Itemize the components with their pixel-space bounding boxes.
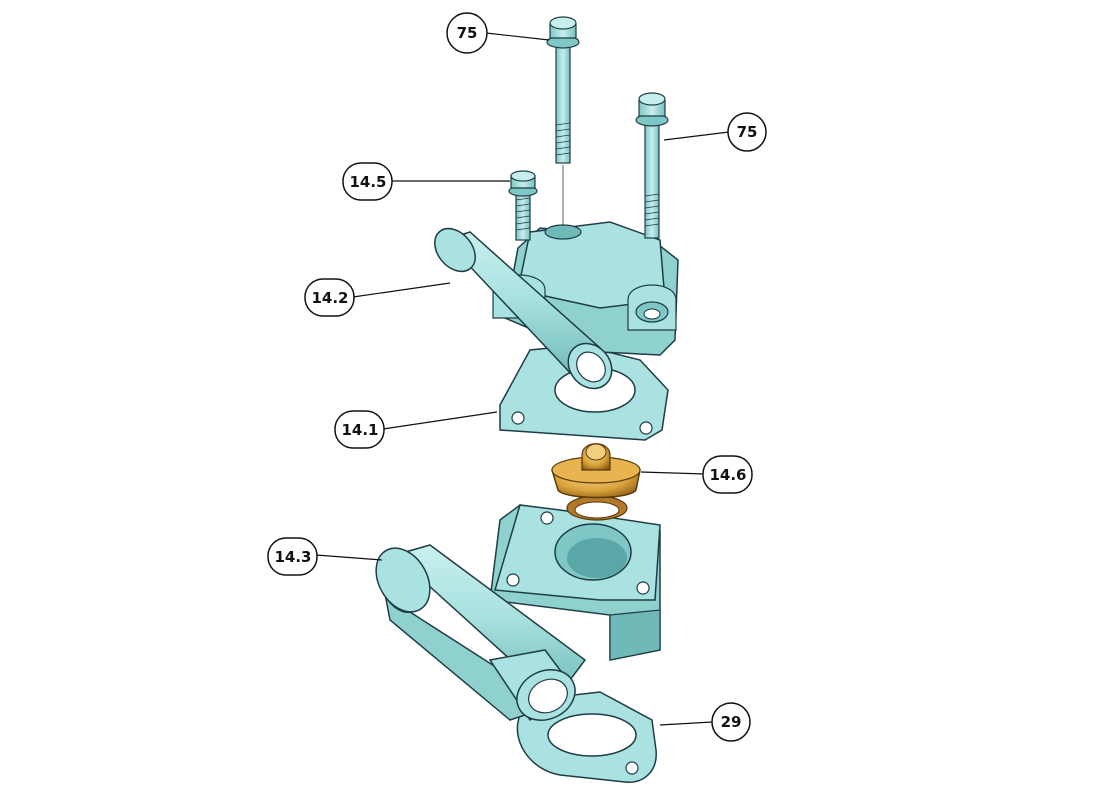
svg-text:14.5: 14.5 [349,173,386,191]
svg-text:14.2: 14.2 [311,289,348,307]
svg-text:14.1: 14.1 [341,421,378,439]
leader-14-6 [640,471,706,475]
svg-text:75: 75 [737,123,758,141]
callout-75-b: 75 [727,112,767,152]
upper-gasket [499,344,669,441]
leader-14-2 [352,282,451,298]
thermostat [551,443,641,521]
svg-text:75: 75 [457,24,478,42]
callout-29: 29 [711,702,751,742]
svg-text:14.6: 14.6 [709,466,746,484]
leader-75-a [485,32,550,41]
leader-29 [659,721,713,726]
callout-75-a: 75 [446,12,488,54]
callout-14-1: 14.1 [334,410,385,449]
callout-14-2: 14.2 [304,278,355,317]
thermostat-housing-base [375,504,661,722]
bolt-short [508,170,538,241]
leader-75-b [663,131,730,141]
leader-lines [315,32,730,726]
svg-text:29: 29 [721,713,742,731]
bolt-long [546,16,580,226]
leader-14-1 [382,411,498,430]
callout-14-5: 14.5 [342,162,393,201]
callout-14-3: 14.3 [267,537,318,576]
svg-text:14.3: 14.3 [274,548,311,566]
leader-14-3 [315,554,383,561]
callout-14-6: 14.6 [702,455,753,494]
thermostat-housing-cover [434,221,679,390]
bolt-long [635,92,669,239]
